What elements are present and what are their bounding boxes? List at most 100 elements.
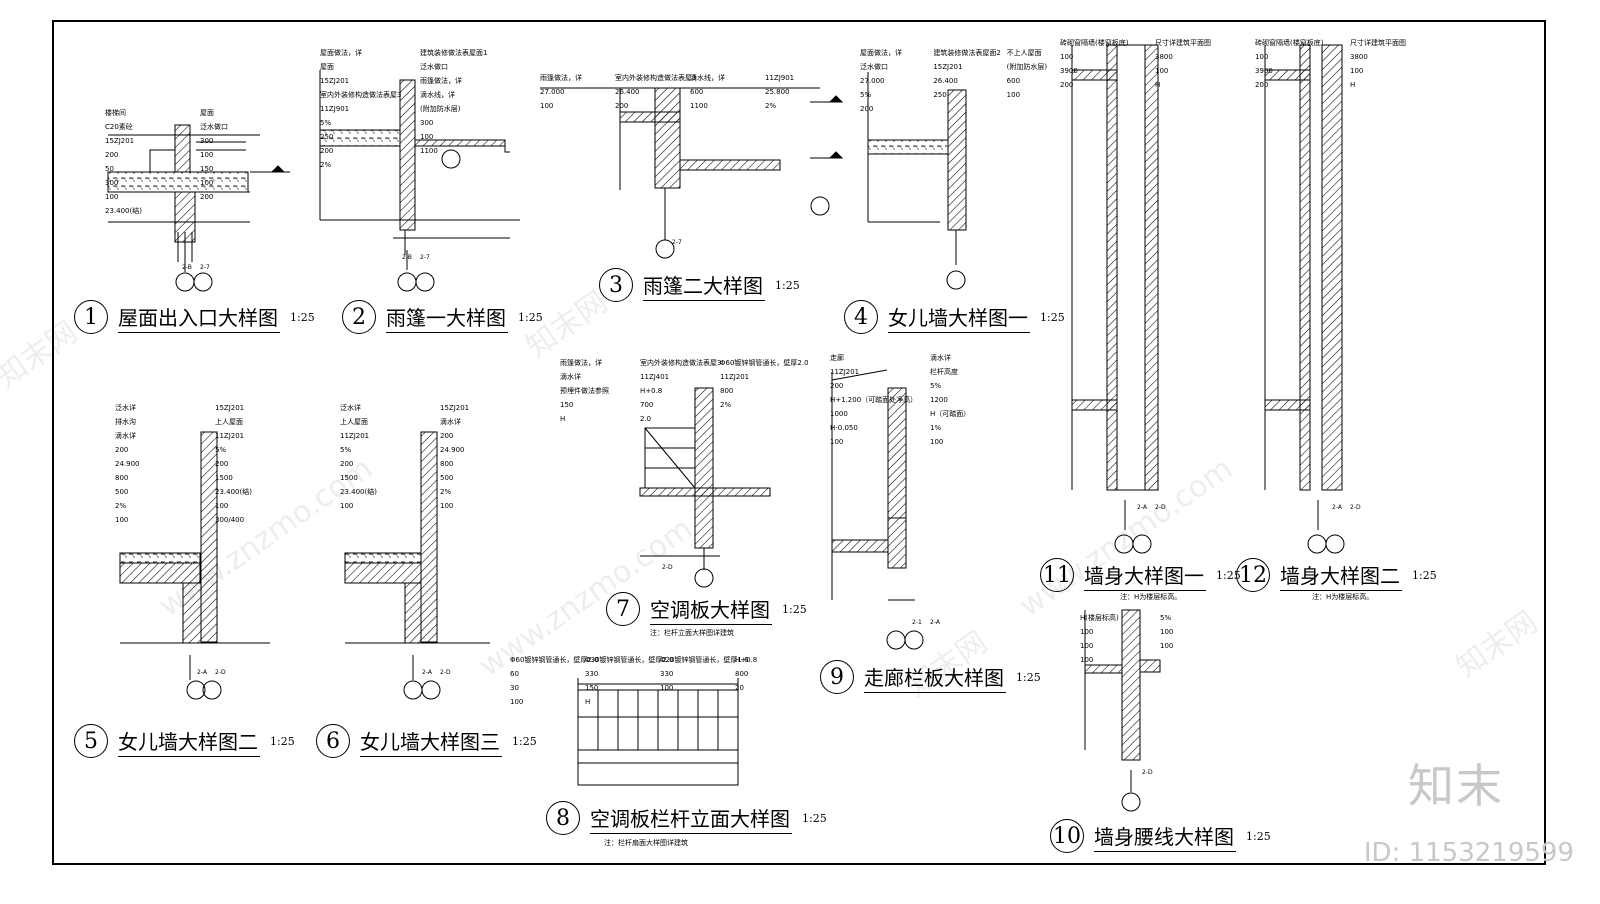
d10-annotation: 100	[1080, 628, 1093, 636]
detail-number: 3	[599, 268, 633, 302]
d6-annotation: 23.400(结)	[340, 487, 377, 496]
detail-number: 10	[1050, 819, 1084, 853]
d8-annotation: 30	[510, 684, 519, 692]
d6-annotation: 100	[440, 502, 453, 510]
d11-annotation: 尺寸详建筑平面图	[1155, 38, 1211, 47]
d7-annotation: 800	[720, 387, 733, 395]
detail-number: 11	[1040, 558, 1074, 592]
d4-annotation: 泛水做口	[860, 62, 888, 71]
d11-annotation: 100	[1155, 67, 1168, 75]
d5-annotation: 300/400	[215, 516, 244, 524]
d10-annotation: 100	[1080, 642, 1093, 650]
d11-annotation: 砖砌窗隔墙(楼窗板底)	[1060, 38, 1129, 47]
detail-name: 女儿墙大样图二	[118, 726, 260, 757]
sheet-border	[52, 20, 1546, 865]
d2-annotation: 1100	[420, 147, 438, 155]
d5-axis-label: 2-D	[215, 669, 226, 676]
detail-scale: 1:25	[775, 278, 800, 292]
d12-annotation: H	[1350, 81, 1355, 89]
d5-annotation: 排水沟	[115, 417, 136, 426]
d4-annotation: 26.400	[933, 77, 958, 85]
d7-annotation: 700	[640, 401, 653, 409]
d6-annotation: 100	[340, 502, 353, 510]
d9-annotation: H+1.200（可踏面处净高）	[830, 395, 917, 404]
detail-number: 8	[546, 801, 580, 835]
detail-3-drawing	[540, 87, 844, 259]
d8-annotation: 330	[585, 670, 598, 678]
d1-annotation: C20素砼	[105, 122, 133, 131]
detail-number: 2	[342, 300, 376, 334]
d9-annotation: 走廊	[830, 353, 844, 362]
d5-annotation: 23.400(结)	[215, 487, 252, 496]
d1-annotation: 泛水做口	[200, 122, 228, 131]
d12-annotation: 100	[1255, 53, 1268, 61]
detail-number: 4	[844, 300, 878, 334]
d9-annotation: H-0.050	[830, 424, 858, 432]
d8-annotation: 20	[735, 684, 744, 692]
d5-annotation: 5%	[215, 446, 226, 454]
d5-annotation: 500	[115, 488, 128, 496]
d11-annotation: 3800	[1155, 53, 1173, 61]
d4-annotation: 600	[1007, 77, 1020, 85]
d2-annotation: 200	[320, 147, 333, 155]
d6-annotation: 上人屋面	[340, 417, 368, 426]
d6-annotation: 11ZJ201	[340, 432, 369, 440]
d8-annotation: 330	[660, 670, 673, 678]
d2-annotation: (附加防水层)	[420, 104, 461, 113]
detail-scale: 1:25	[512, 734, 537, 748]
d6-annotation: 5%	[340, 446, 351, 454]
detail-name: 空调板大样图	[650, 594, 772, 625]
d10-annotation: H(楼层标高)	[1080, 613, 1119, 622]
d6-annotation: 24.900	[440, 446, 465, 454]
note-detail-8: 注：栏杆扇面大样图详建筑	[604, 839, 688, 847]
d2-annotation: 100	[420, 133, 433, 141]
d5-annotation: 11ZJ201	[215, 432, 244, 440]
d1-annotation: 100	[105, 193, 118, 201]
d9-annotation: 1%	[930, 424, 941, 432]
d9-annotation: 200	[830, 382, 843, 390]
d12-axis-label: 2-A	[1332, 504, 1343, 511]
d9-annotation: 滴水详	[930, 353, 951, 362]
d1-annotation: 300	[105, 179, 118, 187]
d5-annotation: 200	[115, 446, 128, 454]
d3-axis-label: 2-7	[672, 239, 682, 246]
detail-scale: 1:25	[782, 602, 807, 616]
note-detail-12: 注：H为楼层标高。	[1312, 593, 1374, 601]
detail-name: 雨篷一大样图	[386, 302, 508, 333]
d7-annotation: H	[560, 415, 565, 423]
d12-axis-label: 2-D	[1350, 504, 1361, 511]
detail-title-4: 4 女儿墙大样图一 1:25	[844, 300, 1065, 334]
d9-annotation: 1000	[830, 410, 848, 418]
note-detail-7: 注：栏杆立面大样图详建筑	[650, 629, 734, 637]
d4-annotation: 100	[1007, 91, 1020, 99]
detail-scale: 1:25	[1216, 568, 1241, 582]
d3-annotation: 1100	[690, 102, 708, 110]
d4-annotation: 5%	[860, 91, 871, 99]
d10-axis-label: 2-D	[1142, 769, 1153, 776]
d11-axis-label: 2-D	[1155, 504, 1166, 511]
detail-7-drawing	[639, 387, 771, 588]
d4-annotation: 屋面做法，详	[860, 48, 902, 57]
d5-annotation: 200	[215, 460, 228, 468]
d3-annotation: 室内外装修构造做法表屋3	[615, 73, 696, 82]
d12-annotation: 100	[1350, 67, 1363, 75]
d6-annotation: 15ZJ201	[440, 404, 469, 412]
d10-annotation: 100	[1080, 656, 1093, 664]
d1-annotation: 300	[200, 137, 213, 145]
detail-9-drawing	[831, 369, 924, 650]
d10-annotation: 100	[1160, 642, 1173, 650]
d9-axis-label: 2-1	[912, 619, 922, 626]
d1-annotation: 200	[105, 151, 118, 159]
d2-annotation: 5%	[320, 119, 331, 127]
d7-annotation: 11ZJ401	[640, 373, 669, 381]
d12-annotation: 200	[1255, 81, 1268, 89]
d12-annotation: 3900	[1255, 67, 1273, 75]
d7-annotation: 150	[560, 401, 573, 409]
d2-annotation: 雨篷做法，详	[420, 76, 462, 85]
detail-scale: 1:25	[270, 734, 295, 748]
d11-annotation: 100	[1060, 53, 1073, 61]
detail-6-drawing	[344, 431, 490, 700]
d9-annotation: 栏杆高度	[930, 367, 958, 376]
detail-scale: 1:25	[1412, 568, 1437, 582]
